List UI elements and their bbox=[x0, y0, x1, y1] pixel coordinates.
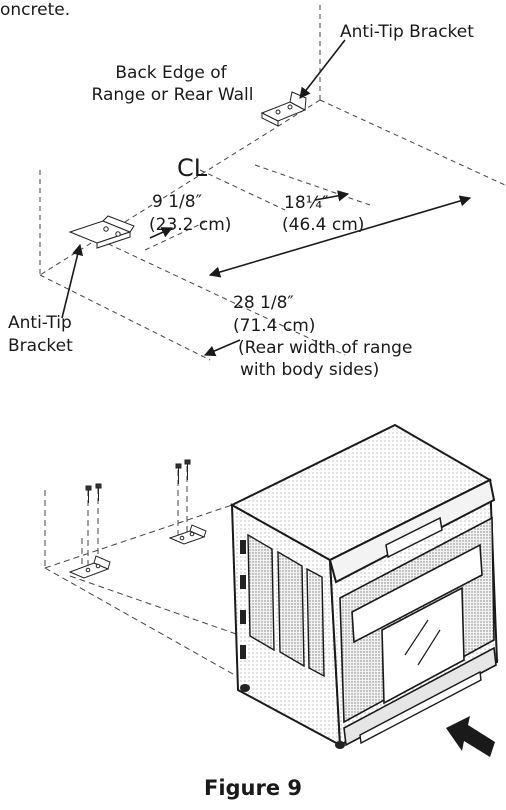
dimension-arrows bbox=[61, 39, 472, 357]
intro-text-fragment: oncrete. bbox=[0, 0, 71, 20]
dimension-18-inch: 18¼″ bbox=[284, 193, 329, 213]
centerline-label: CL bbox=[177, 154, 208, 182]
dimension-28-cm: (71.4 cm) bbox=[233, 316, 316, 336]
rear-width-note-line1: (Rear width of range bbox=[238, 338, 413, 358]
dimension-9-inch: 9 1/8″ bbox=[152, 192, 202, 212]
dimension-28-inch: 28 1/8″ bbox=[233, 293, 294, 313]
lower-brackets bbox=[68, 524, 207, 579]
anti-tip-bracket-top-label: Anti-Tip Bracket bbox=[340, 22, 474, 42]
back-edge-label-line2: Range or Rear Wall bbox=[91, 85, 254, 105]
dimension-9-cm: (23.2 cm) bbox=[149, 215, 232, 235]
range-appliance bbox=[229, 423, 500, 749]
anti-tip-bracket-top bbox=[260, 91, 307, 127]
dimension-18-cm: (46.4 cm) bbox=[282, 215, 365, 235]
mounting-screws bbox=[85, 459, 191, 503]
push-direction-arrow bbox=[446, 716, 495, 757]
anti-tip-bracket-left bbox=[68, 215, 135, 249]
figure-caption: Figure 9 bbox=[203, 776, 303, 800]
anti-tip-bracket-left-line1: Anti-Tip bbox=[8, 313, 72, 333]
anti-tip-bracket-left-line2: Bracket bbox=[8, 336, 73, 356]
back-edge-label-line1: Back Edge of bbox=[115, 63, 227, 83]
rear-width-note-line2: with body sides) bbox=[240, 360, 380, 380]
